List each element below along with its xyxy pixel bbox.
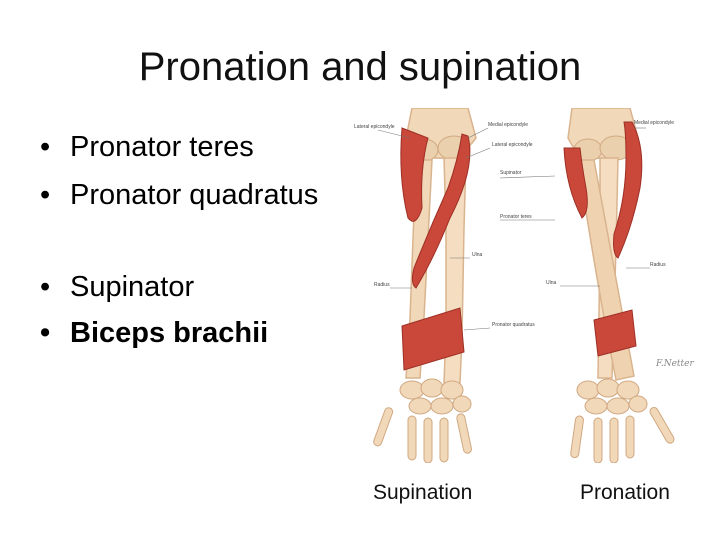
label-ulna: Ulna — [472, 252, 483, 258]
bullet-item: • Supinator — [40, 270, 194, 304]
pronator-quadratus-muscle — [593, 309, 637, 357]
bullet-text: Pronator teres — [70, 131, 254, 163]
hand-bones — [373, 407, 472, 463]
caption-pronation: Pronation — [580, 481, 670, 504]
forearm-illustration: Lateral epicondyle Medial epicondyle Lat… — [354, 108, 694, 463]
bullet-item: • Biceps brachii — [40, 316, 268, 350]
bullet-glyph: • — [40, 317, 51, 349]
bullet-text: Supinator — [70, 271, 195, 303]
slide-title: Pronation and supination — [138, 45, 582, 89]
supinator-muscle — [400, 127, 429, 222]
pronator-teres-muscle — [613, 121, 643, 259]
bullet-glyph: • — [40, 271, 51, 303]
bullet-item: • Pronator teres — [40, 130, 254, 164]
bullet-text: Biceps brachii — [70, 317, 269, 349]
label-ulna-right: Ulna — [546, 280, 557, 286]
pronation-forearm — [563, 108, 675, 463]
leader-lines — [377, 127, 650, 331]
supination-forearm — [373, 108, 477, 463]
label-medial-epicondyle-right: Medial epicondyle — [634, 120, 674, 126]
label-pronator-quadratus: Pronator quadratus — [492, 322, 535, 328]
label-supinator: Supinator — [500, 170, 522, 176]
label-medial-epicondyle: Medial epicondyle — [488, 122, 528, 128]
bullet-glyph: • — [40, 131, 51, 163]
carpal-bones — [576, 378, 648, 415]
pronator-teres-muscle — [411, 133, 471, 289]
caption-supination: Supination — [373, 481, 473, 504]
label-pronator-teres: Pronator teres — [500, 214, 532, 220]
bullet-glyph: • — [40, 179, 51, 211]
carpal-bones — [399, 378, 472, 415]
label-radius: Radius — [374, 282, 390, 288]
bullet-text: Pronator quadratus — [70, 179, 319, 211]
artist-signature: F.Netter — [655, 359, 694, 369]
label-lateral-epicondyle-2: Lateral epicondyle — [492, 142, 533, 148]
hand-bones — [570, 406, 675, 463]
label-radius-right: Radius — [650, 262, 666, 268]
pronator-quadratus-muscle — [401, 307, 465, 371]
bullet-item: • Pronator quadratus — [40, 178, 318, 212]
supinator-muscle — [563, 147, 588, 219]
label-lateral-epicondyle: Lateral epicondyle — [354, 124, 395, 130]
